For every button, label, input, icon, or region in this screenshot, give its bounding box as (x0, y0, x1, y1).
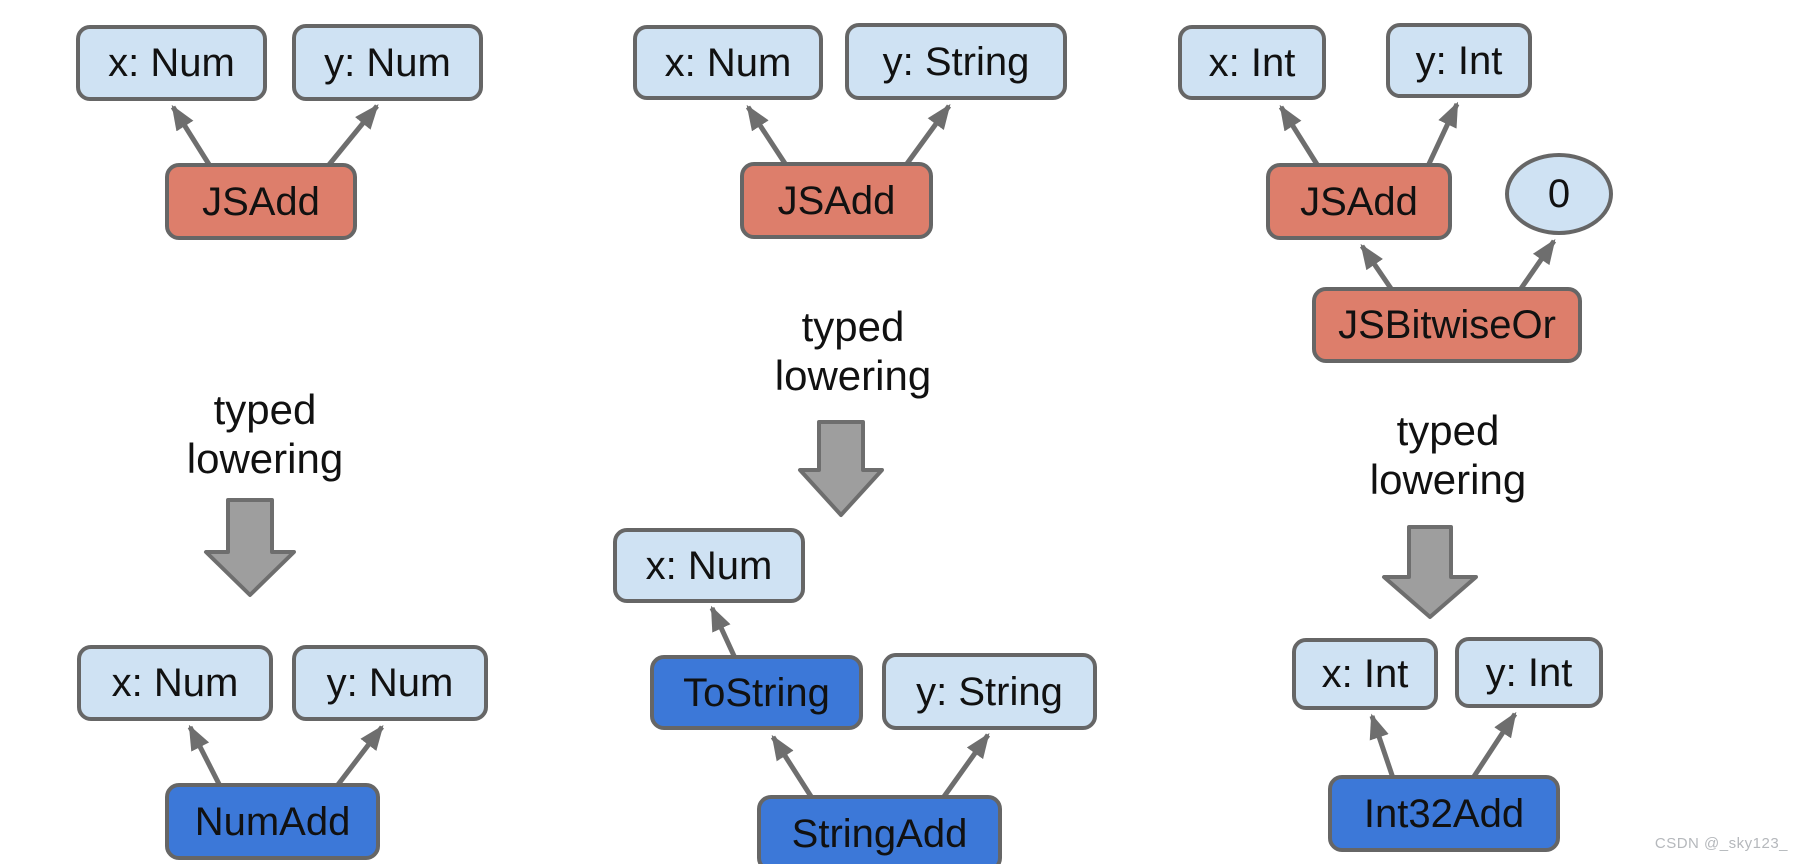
edge-int32add-to-x-int (1369, 713, 1396, 779)
node-tostring: ToString (650, 655, 863, 730)
node-x-num: x: Num (633, 25, 823, 100)
node-stringadd: StringAdd (757, 795, 1002, 864)
node-y-num: y: Num (292, 24, 483, 101)
edge-jsadd-to-y-string (903, 103, 952, 167)
edge-arrows (170, 101, 1557, 800)
lowering-block-arrows (204, 420, 1478, 619)
down-arrow-icon (204, 498, 296, 597)
node-y-string: y: String (882, 653, 1097, 730)
node-x-int: x: Int (1292, 638, 1438, 710)
edge-bitwiseor-to-zero (1517, 238, 1557, 292)
lowering-label-line1: typed (1396, 407, 1500, 454)
down-arrow-icon (798, 420, 884, 517)
edge-jsadd-to-x-num-mid (745, 104, 789, 167)
lowering-label-line2: lowering (186, 435, 344, 482)
edge-jsadd-to-x-num (170, 104, 213, 168)
node-y-int: y: Int (1386, 23, 1532, 98)
lowering-label-line2: lowering (1369, 456, 1527, 503)
node-jsbitwiseor: JSBitwiseOr (1312, 287, 1582, 363)
node-y-string: y: String (845, 23, 1067, 100)
edge-numadd-to-x-num (187, 724, 223, 788)
edge-jsadd-to-y-num (326, 104, 379, 168)
node-numadd: NumAdd (165, 783, 380, 860)
edge-stringadd-to-y-string (940, 732, 991, 800)
lowering-label: typed lowering (723, 302, 983, 400)
edge-int32add-to-y-int (1470, 711, 1518, 780)
edge-bitwiseor-to-jsadd (1359, 243, 1395, 292)
node-x-int: x: Int (1178, 25, 1326, 100)
lowering-label-line1: typed (213, 386, 317, 433)
edge-tostring-to-x-num (709, 605, 738, 660)
edge-jsadd-to-x-int (1278, 104, 1321, 168)
lowering-label-line1: typed (801, 303, 905, 350)
csdn-watermark: CSDN @_sky123_ (1654, 835, 1788, 852)
node-x-num: x: Num (76, 25, 267, 101)
node-x-num: x: Num (613, 528, 805, 603)
down-arrow-icon (1382, 525, 1478, 619)
edge-stringadd-to-tostring (770, 734, 815, 800)
lowering-label: typed lowering (135, 385, 395, 483)
edge-numadd-to-y-num (335, 725, 384, 788)
node-jsadd: JSAdd (740, 162, 933, 239)
node-x-num: x: Num (77, 645, 273, 721)
edge-jsadd-to-y-int (1425, 101, 1460, 168)
node-jsadd: JSAdd (1266, 163, 1452, 240)
node-y-int: y: Int (1455, 637, 1603, 708)
node-y-num: y: Num (292, 645, 488, 721)
lowering-label: typed lowering (1318, 406, 1578, 504)
lowering-label-line2: lowering (774, 352, 932, 399)
node-int32add: Int32Add (1328, 775, 1560, 852)
node-constant-zero: 0 (1505, 153, 1613, 235)
node-jsadd: JSAdd (165, 163, 357, 240)
